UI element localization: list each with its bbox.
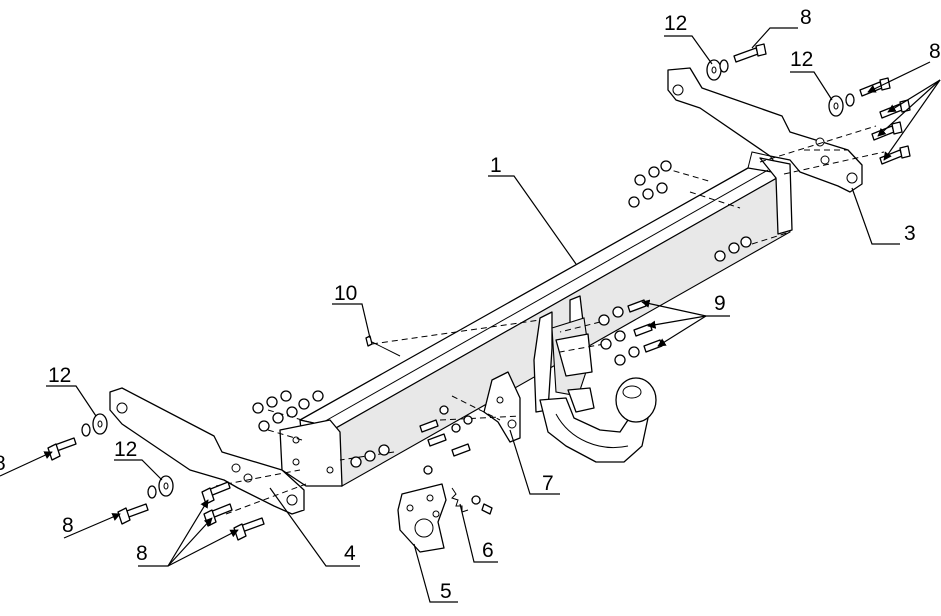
- callout-8-right: 8: [929, 40, 941, 63]
- right-side-bracket: [667, 67, 863, 193]
- callout-9: 9: [714, 292, 726, 315]
- alignment-lines: [215, 125, 885, 515]
- callout-8-left-edge: 8: [0, 452, 6, 475]
- callout-5: 5: [440, 580, 452, 603]
- callout-7: 7: [542, 472, 554, 495]
- callout-12-top: 12: [664, 12, 687, 35]
- callout-10: 10: [334, 282, 357, 305]
- callout-labels: 1 3 4 5 6 7 8 8 8 8 8 9 10 12 12 12 12: [0, 6, 941, 603]
- washers-part-12: [81, 59, 855, 499]
- leader-lines: [0, 27, 941, 603]
- callout-12-left-lower: 12: [114, 438, 137, 461]
- electrical-bracket: [397, 483, 447, 553]
- callout-12-right: 12: [790, 48, 813, 71]
- spring-and-screw: [451, 487, 493, 515]
- callout-8-bottom: 8: [136, 542, 148, 565]
- coupling-mount-plates: [533, 295, 593, 413]
- socket-mounting-plate: [483, 371, 521, 443]
- callout-1: 1: [490, 154, 502, 177]
- callout-4: 4: [344, 542, 356, 565]
- callout-8-top: 8: [800, 6, 812, 29]
- callout-12-left: 12: [48, 364, 71, 387]
- callout-3: 3: [904, 222, 916, 245]
- tow-ball-assembly: [539, 377, 657, 463]
- callout-8-left: 8: [62, 514, 74, 537]
- callout-6: 6: [482, 539, 494, 562]
- left-side-bracket: [109, 387, 343, 515]
